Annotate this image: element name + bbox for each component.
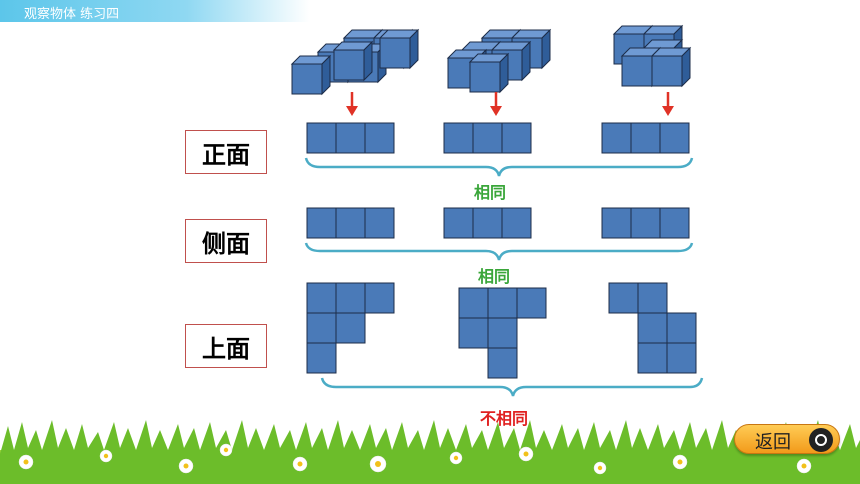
result-front-same: 相同 [474, 183, 507, 202]
brace-front [304, 157, 694, 177]
back-arrow-icon [809, 428, 833, 452]
solid-2 [447, 29, 551, 93]
label-front-view: 正面 [185, 130, 267, 174]
result-side-same: 相同 [478, 267, 511, 286]
title-bar: 观察物体 练习四 [0, 0, 310, 22]
side-views [306, 207, 690, 239]
front-views [306, 122, 690, 154]
brace-side [304, 242, 694, 261]
arrow-2 [490, 92, 502, 116]
arrow-1 [346, 92, 358, 116]
arrow-3 [662, 92, 674, 116]
grass-decoration [0, 420, 860, 484]
label-top-view: 上面 [185, 324, 267, 368]
result-top-different: 不相同 [480, 409, 529, 428]
back-button-label: 返回 [755, 432, 791, 453]
page-title: 观察物体 练习四 [24, 7, 120, 22]
back-button[interactable]: 返回 [734, 424, 840, 454]
top-views [306, 282, 697, 379]
solid-1 [291, 29, 419, 95]
label-side-view: 侧面 [185, 219, 267, 263]
brace-top [320, 377, 704, 397]
solid-3 [613, 25, 691, 87]
